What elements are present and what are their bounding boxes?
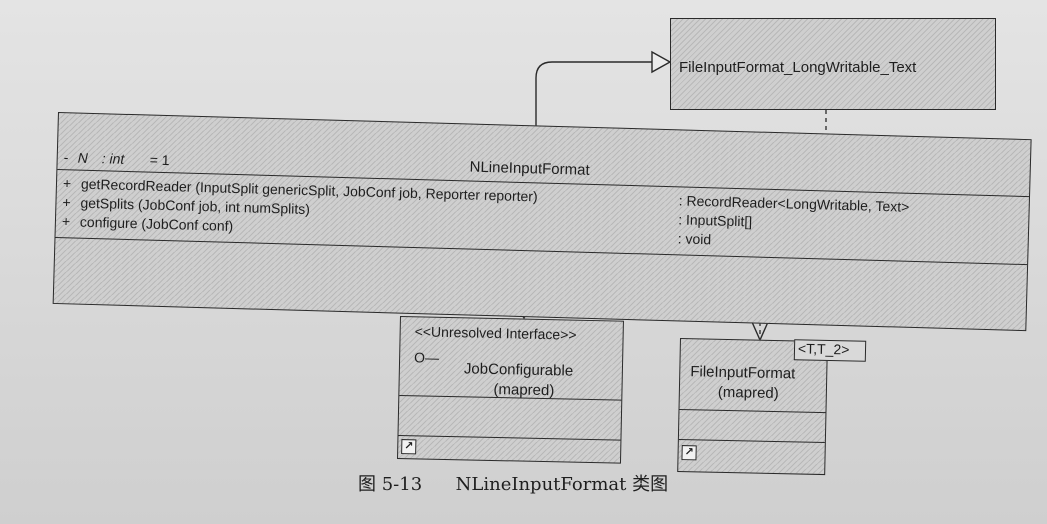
figure-caption: 图 5-13 NLineInputFormat 类图 [358, 470, 668, 496]
class-name: FileInputFormat_LongWritable_Text [679, 59, 917, 76]
operation-visibility: + [62, 175, 72, 192]
class-name: NLineInputFormat [469, 158, 590, 179]
compartment-divider [679, 409, 826, 414]
class-name: FileInputFormat [690, 363, 796, 383]
class-box-fileinputformat-longwritable-text[interactable]: FileInputFormat_LongWritable_Text [670, 18, 996, 110]
attribute-default: = 1 [149, 151, 170, 169]
attribute-name: N [77, 149, 89, 166]
operation-return-type: : InputSplit[] [678, 211, 753, 230]
figure-number: 图 5-13 [358, 474, 423, 495]
operation-visibility: + [62, 194, 71, 211]
package-label: (mapred) [717, 383, 779, 403]
figure-title: NLineInputFormat 类图 [455, 474, 669, 495]
shortcut-icon: ↗ [681, 445, 697, 461]
class-box-nlineinputformat[interactable]: NLineInputFormat - N : int = 1 + getReco… [52, 112, 1032, 332]
interface-marker-icon: O— [413, 349, 440, 366]
interface-box-jobconfigurable[interactable]: <<Unresolved Interface>> O— JobConfigura… [397, 316, 624, 464]
operation-signature: configure (JobConf conf) [79, 213, 234, 234]
generalization-arrowhead [651, 50, 672, 74]
attribute-visibility: - [63, 149, 69, 166]
compartment-divider [398, 434, 621, 441]
stereotype-label: <<Unresolved Interface>> [414, 323, 577, 343]
generalization-line [535, 61, 652, 140]
template-parameters: <T,T_2> [793, 339, 867, 362]
compartment-divider [678, 438, 825, 444]
interface-name: JobConfigurable [463, 360, 574, 380]
compartment-divider [55, 236, 1028, 266]
operation-visibility: + [61, 213, 71, 230]
operation-return-type: : void [677, 230, 712, 248]
shortcut-icon: ↗ [401, 439, 417, 455]
attribute-type: : int [101, 150, 125, 167]
